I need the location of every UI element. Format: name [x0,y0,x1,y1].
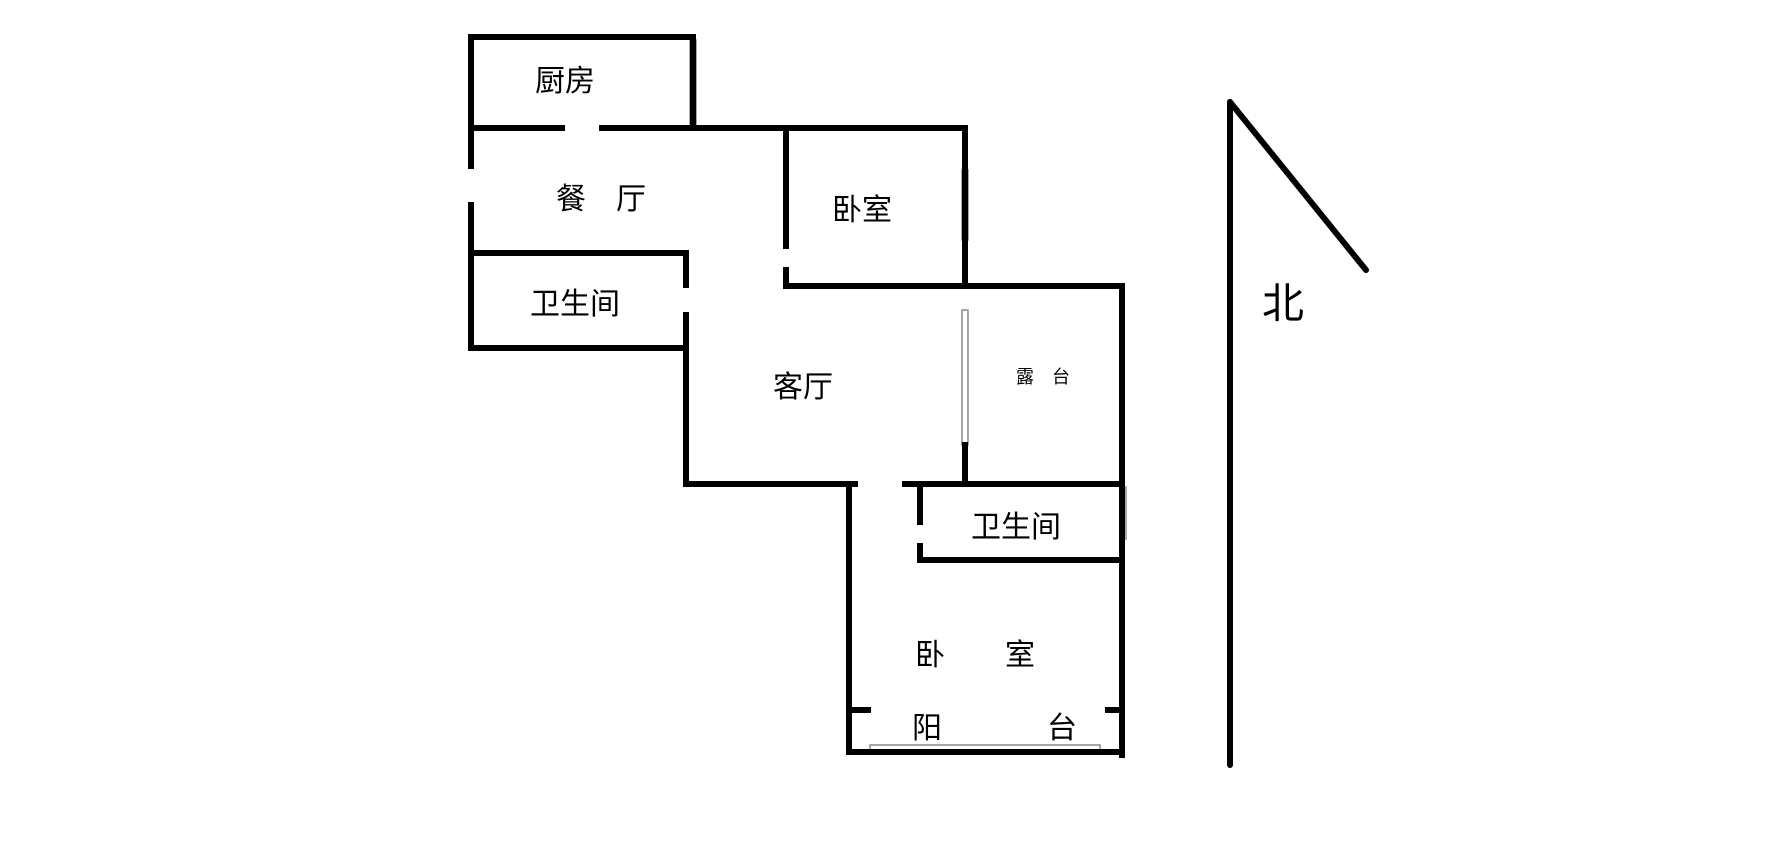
dining-label: 餐 厅 [556,182,646,217]
bathroom-2-label: 卫生间 [971,510,1061,545]
north-arrow-head [1227,99,1369,273]
north-arrow: 北 [1227,99,1369,768]
bedroom-2-label: 卧 室 [915,638,1035,673]
walls [468,34,1125,758]
north-label: 北 [1262,279,1304,328]
terrace-label: 露 台 [1016,367,1070,388]
living-room-label: 客厅 [773,370,833,405]
kitchen-walls [468,34,696,169]
balcony-label-left: 阳 [912,711,942,746]
room-labels: 厨房 餐 厅 卧室 卫生间 客厅 露 台 卫生间 卧 室 阳 台 [530,64,1077,746]
bedroom-1-label: 卧室 [832,193,892,228]
balcony-label-right: 台 [1047,711,1077,746]
bathroom-1-label: 卫生间 [530,287,620,322]
windows [689,39,1127,752]
terrace-door-window [961,309,969,446]
kitchen-label: 厨房 [535,64,595,99]
kitchen-dining-top-wall [599,125,968,283]
